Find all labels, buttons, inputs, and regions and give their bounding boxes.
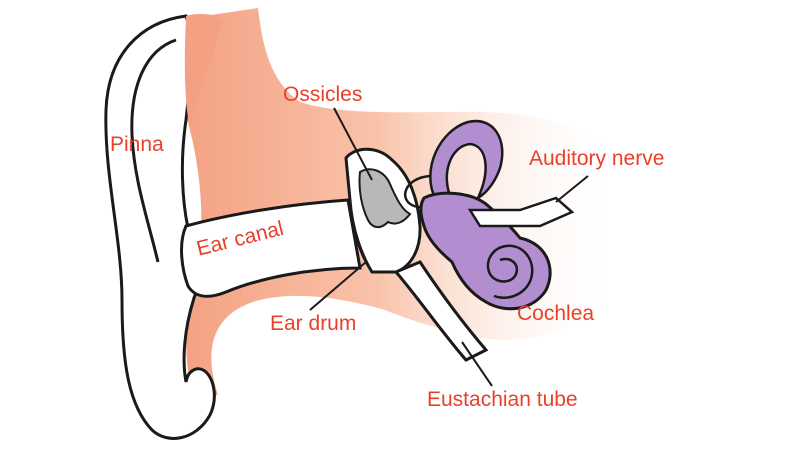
pinna-inner-fold [130,38,177,263]
ossicles-bones [358,168,412,228]
ossicles-leader [333,107,373,181]
eustachian-tube-label: Eustachian tube [427,388,578,411]
cochlea-label: Cochlea [517,302,595,325]
auditory-nerve [467,196,575,228]
auditory-nerve-label: Auditory nerve [529,147,665,170]
semicircular-canals [429,119,504,202]
ear-canal [180,198,362,298]
pinna [104,14,229,440]
auditory-nerve-leader [555,175,589,203]
pinna-label: Pinna [110,133,164,156]
cochlea-spiral [486,244,534,299]
tragus-skin [184,13,222,131]
cochlea-body [419,191,552,311]
ear-drum-label: Ear drum [270,312,357,335]
ossicles-label: Ossicles [283,83,363,106]
eustachian-tube [393,260,489,362]
eustachian-tube-leader [461,341,493,387]
ear-drum-leader [309,261,367,311]
